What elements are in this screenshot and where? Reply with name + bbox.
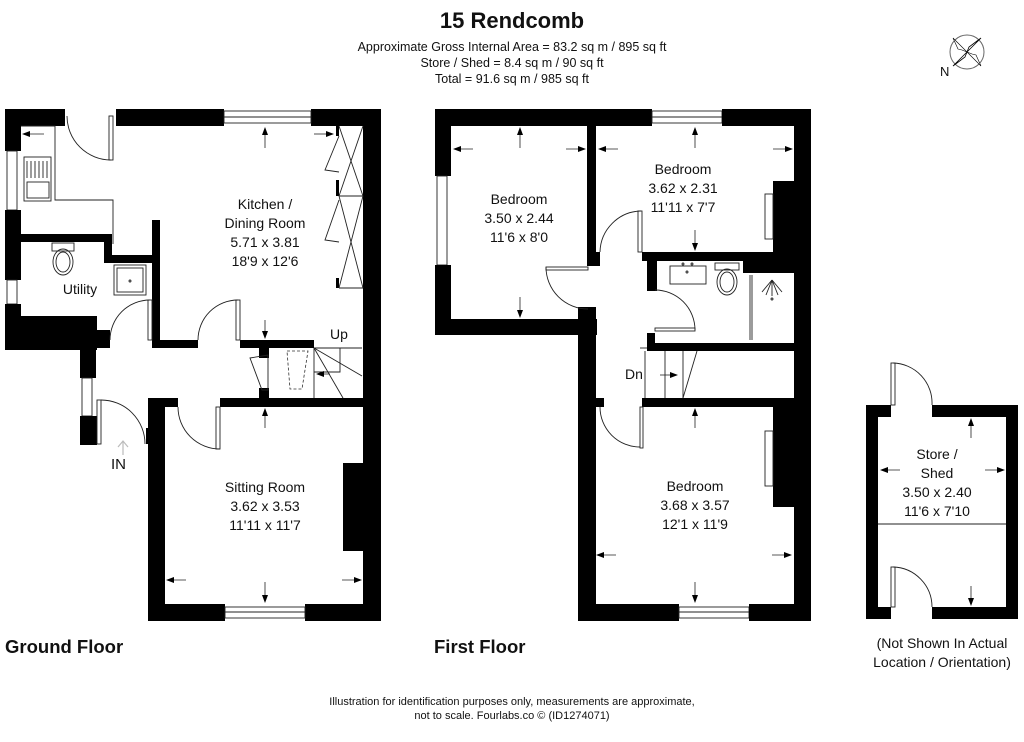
room-name: Shed	[920, 465, 954, 481]
room-name: Bedroom	[666, 478, 724, 494]
room-dimensions-imperial: 18'9 x 12'6	[231, 253, 299, 269]
room-store-shed: Store / Shed 3.50 x 2.40 11'6 x 7'10	[852, 445, 1022, 521]
room-dimensions-imperial: 12'1 x 11'9	[662, 516, 728, 532]
gross-internal-area: Approximate Gross Internal Area = 83.2 s…	[357, 40, 667, 54]
compass-north-label: N	[940, 64, 950, 79]
room-name: Bedroom	[654, 161, 712, 177]
store-shed-plan	[866, 362, 1018, 619]
room-dimensions-metric: 3.62 x 2.31	[648, 180, 718, 196]
entrance-label: IN	[111, 456, 126, 473]
total-area: Total = 91.6 sq m / 985 sq ft	[435, 72, 589, 86]
room-dimensions-imperial: 11'11 x 7'7	[650, 199, 716, 215]
disclaimer-line: not to scale. Fourlabs.co © (ID1274071)	[414, 710, 610, 722]
ground-floor-plan	[5, 109, 381, 621]
room-dimensions-imperial: 11'6 x 7'10	[904, 503, 970, 519]
disclaimer-line: Illustration for identification purposes…	[329, 696, 695, 708]
room-dimensions-metric: 3.68 x 3.57	[660, 497, 730, 513]
room-dimensions-metric: 5.71 x 3.81	[230, 234, 300, 250]
room-name: Utility	[62, 281, 98, 297]
room-sitting-room: Sitting Room 3.62 x 3.53 11'11 x 11'7	[175, 478, 355, 535]
stairs-down-label: Dn	[625, 366, 643, 382]
ground-floor-label: Ground Floor	[5, 636, 124, 657]
plan-title: 15 Rendcomb	[439, 8, 585, 33]
first-floor-label: First Floor	[434, 636, 526, 657]
room-name: Sitting Room	[224, 479, 306, 495]
room-kitchen-dining: Kitchen / Dining Room 5.71 x 3.81 18'9 x…	[175, 195, 355, 271]
room-utility: Utility	[0, 280, 170, 299]
store-shed-area: Store / Shed = 8.4 sq m / 90 sq ft	[420, 56, 604, 70]
room-bedroom-1: Bedroom 3.50 x 2.44 11'6 x 8'0	[429, 190, 609, 247]
room-bedroom-3: Bedroom 3.68 x 3.57 12'1 x 11'9	[605, 477, 785, 534]
compass-rose-icon	[949, 34, 985, 70]
stairs-up-label: Up	[330, 326, 348, 342]
disclaimer: Illustration for identification purposes…	[0, 695, 1024, 723]
room-name: Bedroom	[490, 191, 548, 207]
room-name: Store /	[916, 446, 958, 462]
room-dimensions-metric: 3.50 x 2.44	[484, 210, 554, 226]
outbuilding-location-note: (Not Shown In Actual Location / Orientat…	[852, 634, 1024, 672]
note-line: (Not Shown In Actual	[876, 635, 1008, 651]
first-floor-plan	[435, 109, 811, 621]
room-dimensions-metric: 3.50 x 2.40	[902, 484, 972, 500]
room-name: Dining Room	[224, 215, 306, 231]
room-name: Kitchen /	[237, 196, 293, 212]
room-dimensions-metric: 3.62 x 3.53	[230, 498, 300, 514]
note-line: Location / Orientation)	[873, 654, 1011, 670]
room-dimensions-imperial: 11'6 x 8'0	[489, 229, 549, 245]
room-dimensions-imperial: 11'11 x 11'7	[229, 517, 301, 533]
room-bedroom-2: Bedroom 3.62 x 2.31 11'11 x 7'7	[593, 160, 773, 217]
